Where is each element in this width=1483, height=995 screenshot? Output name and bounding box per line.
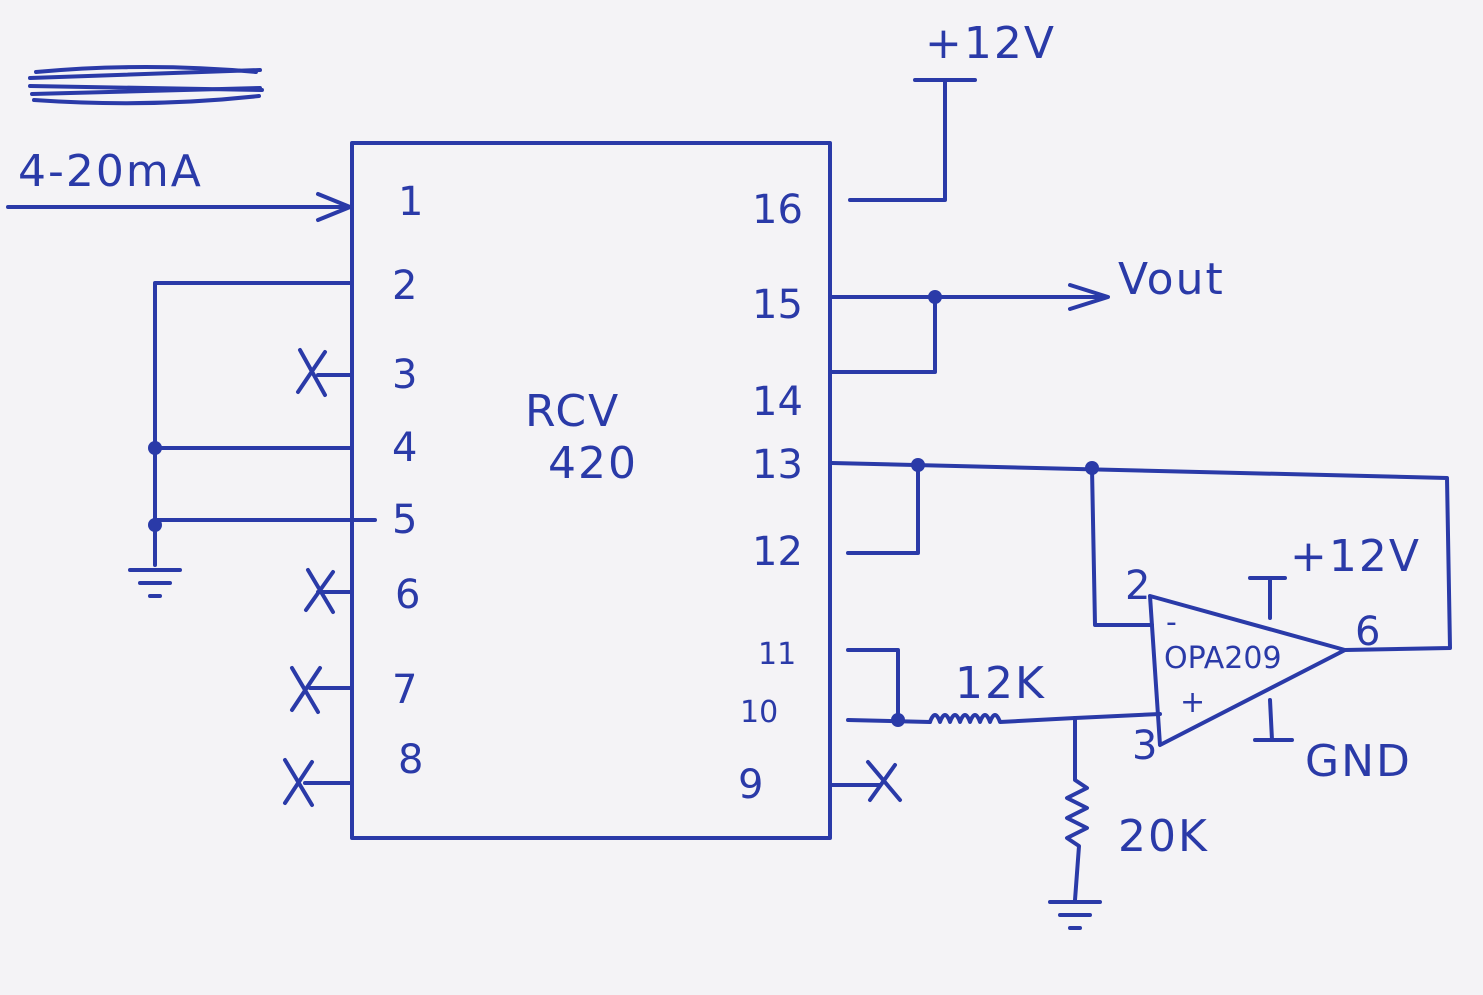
pin-label-4: 4: [392, 425, 418, 471]
pin-label-15: 15: [752, 282, 803, 328]
pin-label-10: 10: [740, 695, 779, 730]
pin-label-13: 13: [752, 442, 803, 488]
pin-label-16: 16: [752, 187, 803, 233]
opamp-pin-2: 2: [1125, 563, 1151, 609]
input-arrowhead: [316, 192, 352, 222]
pin11-wire: [846, 648, 900, 722]
pin10-wire: [846, 718, 932, 724]
opamp-supply-pin: [1248, 576, 1287, 620]
supply-label-top: +12V: [925, 18, 1056, 69]
no-connect-x: [283, 758, 314, 807]
opamp-inv-sign: -: [1166, 605, 1177, 640]
opamp-pin-6: 6: [1355, 609, 1381, 655]
ic-body: [350, 141, 832, 840]
pin-label-14: 14: [752, 379, 803, 425]
junction-dot: [891, 713, 905, 727]
resistor-12k-label: 12K: [955, 658, 1046, 709]
junction-dot: [148, 441, 162, 455]
input-current-label: 4-20mA: [18, 146, 203, 197]
junction-dot: [148, 518, 162, 532]
junction-dot: [928, 290, 942, 304]
no-connect-x: [304, 568, 335, 614]
supply-wire: [848, 78, 947, 202]
pin-label-7: 7: [392, 667, 418, 713]
no-connect-x: [296, 348, 327, 397]
pin-label-6: 6: [395, 572, 421, 618]
opamp-pin-3: 3: [1132, 723, 1158, 769]
opamp-supply-label: +12V: [1290, 531, 1421, 582]
pin-label-11: 11: [758, 637, 797, 672]
pin14-wire: [830, 295, 937, 374]
pin-label-9: 9: [738, 762, 764, 808]
ground-symbol-right: [1048, 900, 1102, 930]
output-label: Vout: [1118, 254, 1225, 305]
no-connect-x: [290, 666, 322, 714]
vout-arrowhead: [1068, 283, 1110, 311]
pin-label-3: 3: [392, 352, 418, 398]
chip-name-line2: 420: [548, 438, 638, 489]
resistor-12k: [928, 713, 1077, 724]
opamp-name: OPA209: [1164, 641, 1282, 676]
scribbled-text: [28, 65, 264, 106]
opamp-ground-pin: [1253, 698, 1294, 742]
opamp-ground-label: GND: [1305, 736, 1412, 787]
noninv-input-wire: [1073, 712, 1162, 720]
opamp-triangle: [1148, 594, 1347, 747]
pin-label-8: 8: [398, 737, 424, 783]
pin-label-12: 12: [752, 529, 803, 575]
pin13-wire: [830, 461, 1452, 652]
pin12-wire: [846, 463, 920, 555]
resistor-20k-label: 20K: [1118, 811, 1209, 862]
pin2-wire: [153, 281, 354, 567]
pin-label-1: 1: [398, 179, 424, 225]
no-connect-x: [866, 760, 902, 802]
pin-label-2: 2: [392, 263, 418, 309]
opamp-noninv-sign: +: [1180, 685, 1206, 720]
pin-label-5: 5: [392, 497, 418, 543]
junction-dot: [911, 458, 925, 472]
resistor-20k: [1065, 716, 1089, 902]
ground-symbol-left: [128, 568, 182, 598]
chip-name-line1: RCV: [525, 386, 621, 437]
inv-input-wire: [1090, 466, 1154, 627]
